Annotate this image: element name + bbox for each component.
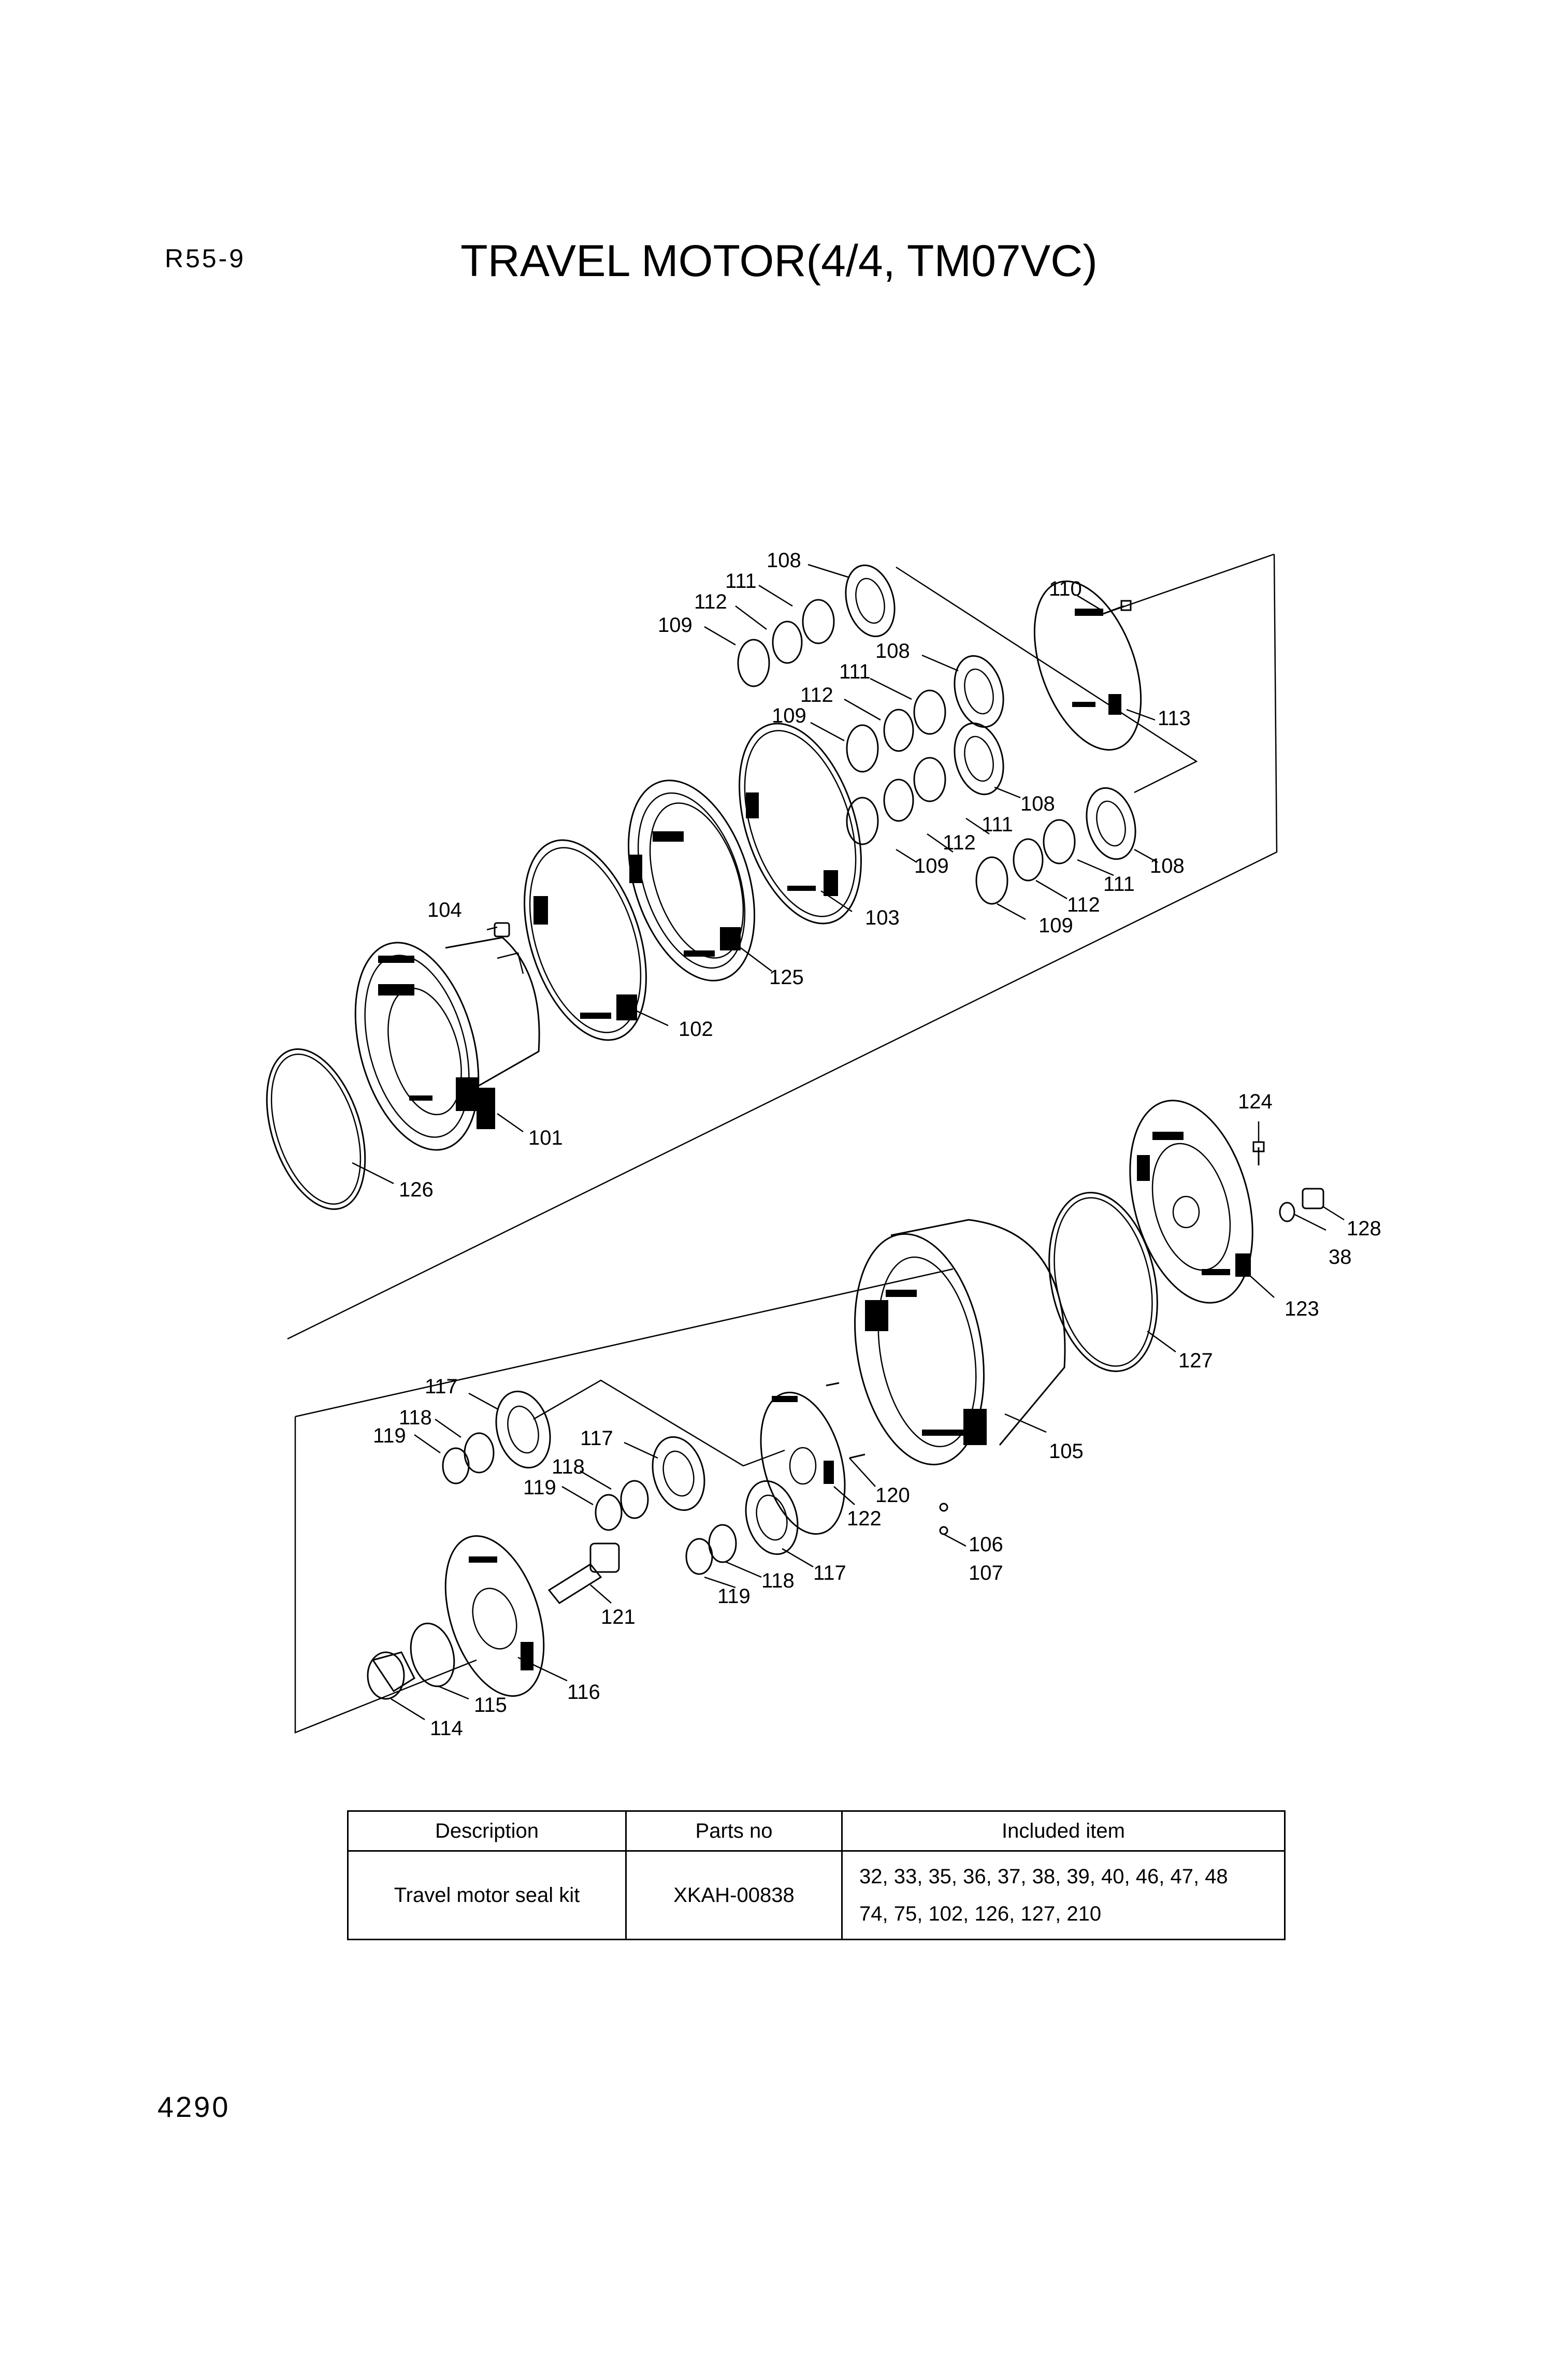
callout-107: 107 (969, 1562, 1003, 1584)
carrier-plate-113 (1033, 580, 1142, 751)
callout-121: 121 (601, 1606, 636, 1628)
cell-parts-no: XKAH-00838 (625, 1850, 843, 1940)
table-header-row: Description Parts no Included item (347, 1810, 1286, 1852)
housing-101 (354, 936, 540, 1151)
callout-111: 111 (725, 570, 757, 593)
seal-kit-table: Description Parts no Included item Trave… (347, 1810, 1286, 1940)
callout-119: 119 (717, 1585, 751, 1608)
cell-description: Travel motor seal kit (347, 1850, 627, 1940)
leader-lines (352, 564, 1345, 1721)
balls-106-107 (939, 1503, 948, 1535)
callout-38: 38 (1329, 1246, 1352, 1268)
callout-118: 118 (552, 1455, 585, 1478)
callout-119: 119 (523, 1476, 556, 1499)
bearing-125 (627, 780, 756, 982)
callout-122: 122 (847, 1507, 882, 1530)
callout-127: 127 (1178, 1349, 1213, 1372)
callout-118: 118 (399, 1406, 432, 1429)
callout-114: 114 (430, 1717, 463, 1740)
header-included-item: Included item (841, 1810, 1286, 1852)
callout-112: 112 (1067, 893, 1100, 916)
callout-108: 108 (767, 549, 801, 572)
callout-111: 111 (1103, 873, 1135, 896)
callout-108: 108 (1020, 792, 1055, 815)
callout-109: 109 (658, 614, 693, 637)
page-title: TRAVEL MOTOR(4/4, TM07VC) (460, 236, 1098, 286)
included-line-2: 74, 75, 102, 126, 127, 210 (859, 1902, 1102, 1925)
thrust-plate-122 (760, 1382, 865, 1535)
lower-gear-group (442, 1390, 799, 1575)
callout-117: 117 (580, 1427, 613, 1450)
header-description: Description (347, 1810, 627, 1852)
callout-104: 104 (427, 899, 462, 921)
snap-ring-115 (410, 1622, 455, 1687)
callout-120: 120 (875, 1484, 910, 1507)
included-line-1: 32, 33, 35, 36, 37, 38, 39, 40, 46, 47, … (859, 1865, 1228, 1888)
plug-104 (494, 922, 510, 937)
callout-101: 101 (528, 1127, 563, 1149)
callout-118: 118 (761, 1569, 795, 1592)
cell-included-item: 32, 33, 35, 36, 37, 38, 39, 40, 46, 47, … (841, 1850, 1286, 1940)
header-parts-no: Parts no (625, 1810, 843, 1852)
callout-105: 105 (1049, 1440, 1084, 1463)
callout-111: 111 (839, 660, 871, 683)
callout-108: 108 (1150, 855, 1185, 877)
callout-128: 128 (1347, 1217, 1381, 1240)
callout-111: 111 (982, 813, 1013, 836)
callout-126: 126 (399, 1178, 434, 1201)
callout-125: 125 (769, 966, 804, 989)
small-hardware-124-38-128 (1252, 1141, 1324, 1222)
callout-103: 103 (865, 906, 900, 929)
callout-117: 117 (425, 1375, 458, 1398)
callout-109: 109 (1038, 914, 1073, 937)
bolt-110 (1103, 600, 1132, 615)
callout-106: 106 (969, 1533, 1003, 1556)
plate-116 (444, 1535, 545, 1697)
callout-112: 112 (943, 831, 976, 854)
upper-frame (287, 553, 1278, 1340)
callout-112: 112 (694, 590, 727, 613)
cover-123 (1129, 1100, 1253, 1304)
callout-113: 113 (1158, 707, 1191, 730)
page-number: 4290 (157, 2090, 230, 2123)
sun-gear-114 (367, 1651, 415, 1700)
callout-108: 108 (875, 640, 910, 662)
shaft-121 (547, 1542, 620, 1604)
callout-109: 109 (914, 855, 949, 877)
callout-123: 123 (1285, 1297, 1319, 1320)
upper-gear-group (737, 564, 1136, 905)
callout-117: 117 (813, 1562, 846, 1584)
hub-105 (854, 1219, 1066, 1466)
callout-124: 124 (1238, 1090, 1273, 1113)
callout-119: 119 (373, 1424, 406, 1447)
callout-112: 112 (800, 684, 833, 706)
table-row: Travel motor seal kit XKAH-00838 32, 33,… (347, 1850, 1286, 1940)
o-ring-126 (266, 1048, 366, 1210)
model-code: R55-9 (165, 244, 246, 273)
ring-103 (739, 723, 862, 925)
lower-frame (294, 1268, 954, 1734)
callout-110: 110 (1049, 578, 1082, 600)
callout-116: 116 (567, 1681, 600, 1704)
callout-109: 109 (772, 704, 806, 727)
callout-102: 102 (679, 1018, 713, 1041)
callout-labels: 108 111 112 109 110 113 108 111 112 109 … (373, 549, 1381, 1740)
callout-115: 115 (474, 1694, 507, 1717)
ring-102 (524, 839, 647, 1041)
